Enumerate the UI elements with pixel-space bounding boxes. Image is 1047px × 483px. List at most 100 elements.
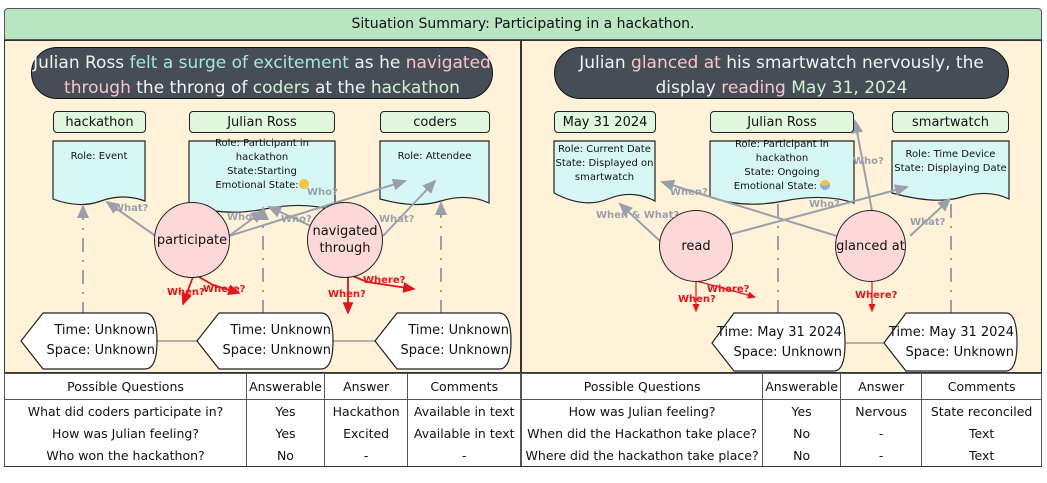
- edge-label-who: Who?: [307, 187, 338, 198]
- entity-line: State: Ongoing: [744, 167, 820, 178]
- entity-details-coders: Role: Attendee: [380, 141, 489, 173]
- sentence-span-entity: May 31, 2024: [785, 78, 908, 98]
- sentence-span: as he: [348, 53, 406, 73]
- edge-label-where: Where?: [855, 290, 898, 301]
- entity-body-coders: [379, 140, 490, 206]
- entity-details-julian-ross: Role: Participant in hackathon State: On…: [710, 139, 854, 192]
- edge-label-when: When?: [167, 287, 205, 298]
- sentence-span-emotion: felt a surge of excitement: [129, 53, 349, 73]
- entity-title-julian-ross: Julian Ross: [710, 111, 854, 133]
- column-header: Answer: [323, 373, 409, 400]
- edge-label-who: Who?: [227, 212, 258, 223]
- timespace-shape-1: [20, 312, 158, 370]
- edge-label-where: Where?: [707, 284, 750, 295]
- edge-label-what: What?: [113, 203, 149, 214]
- table-cell: How was Julian feeling?: [3, 422, 248, 444]
- entity-line: State: Displayed on: [555, 158, 654, 169]
- table-cell: -: [839, 422, 923, 444]
- table-cell: Excited: [323, 422, 409, 444]
- anxious-face-icon: [820, 180, 831, 190]
- table-row: How was Julian feeling? Yes Nervous Stat…: [520, 399, 1042, 422]
- edge-label-when-what: When & What?: [596, 210, 680, 221]
- event-node-navigated-through: navigated through: [307, 202, 383, 278]
- edge-label-who: Who?: [853, 156, 884, 167]
- edge-label-what: What?: [379, 214, 415, 225]
- table-cell: When did the Hackathon take place?: [520, 422, 764, 444]
- time-value: Time: May 31 2024: [716, 325, 842, 340]
- edge-label-who: Who?: [281, 214, 312, 225]
- right-sentence-bubble: Julian glanced at his smartwatch nervous…: [554, 47, 1009, 99]
- table-cell: Text: [921, 422, 1042, 444]
- entity-title-smartwatch: smartwatch: [892, 111, 1009, 133]
- table-cell: Yes: [246, 399, 325, 422]
- table-header-row: Possible Questions Answerable Answer Com…: [3, 373, 521, 400]
- table-cell: -: [839, 444, 923, 467]
- column-header: Answerable: [246, 373, 325, 400]
- edge-label-where: Where?: [203, 284, 246, 295]
- table-cell: Available in text: [407, 399, 521, 422]
- entity-line: State: Displaying Date: [894, 163, 1007, 174]
- timespace-node-3: Time: Unknown Space: Unknown: [379, 321, 509, 361]
- table-row: Where did the hackathon take place? No -…: [520, 444, 1042, 467]
- table-header-row: Possible Questions Answerable Answer Com…: [520, 373, 1042, 400]
- entity-details-hackathon: Role: Event: [53, 141, 145, 173]
- timespace-shape-2: [883, 312, 1018, 372]
- entity-body-hackathon: [52, 140, 146, 206]
- situation-summary: Situation Summary: Participating in a ha…: [4, 8, 1042, 40]
- event-node-read: read: [659, 210, 733, 282]
- table-cell: -: [323, 444, 409, 467]
- timespace-node-2: Time: Unknown Space: Unknown: [201, 321, 331, 361]
- space-value: Space: Unknown: [905, 345, 1014, 360]
- table-cell: Who won the hackathon?: [3, 444, 248, 467]
- time-value: Time: Unknown: [54, 323, 155, 338]
- emotional-state-label: Emotional State:: [733, 181, 821, 192]
- table-cell: No: [762, 422, 841, 444]
- left-scenario-panel: Julian Ross felt a surge of excitement a…: [4, 40, 521, 373]
- sentence-span: Julian Ross: [33, 53, 130, 73]
- table-row: How was Julian feeling? Yes Excited Avai…: [3, 422, 521, 444]
- entity-line: Role: Time Device: [905, 149, 996, 160]
- entity-line: smartwatch: [574, 172, 635, 183]
- entity-title-date: May 31 2024: [554, 111, 656, 133]
- entity-details-date: Role: Current Date State: Displayed on s…: [554, 142, 655, 186]
- timespace-shape-3: [374, 312, 512, 370]
- emotional-state-label: Emotional State:: [215, 180, 299, 191]
- column-header: Comments: [407, 373, 521, 400]
- table-row: Who won the hackathon? No - -: [3, 444, 521, 467]
- edge-label-who: Who?: [809, 199, 840, 210]
- entity-details-julian-ross: Role: Participant in hackathon State:Sta…: [189, 138, 335, 191]
- timespace-node-1: Time: May 31 2024 Space: Unknown: [714, 323, 842, 363]
- space-value: Space: Unknown: [400, 343, 509, 358]
- timespace-node-1: Time: Unknown Space: Unknown: [25, 321, 155, 361]
- table-cell: Yes: [762, 399, 841, 422]
- right-diagram-edges: [553, 119, 1018, 372]
- table-cell: Text: [921, 444, 1042, 467]
- entity-line: Role: Attendee: [397, 151, 472, 162]
- right-questions-table: Possible Questions Answerable Answer Com…: [520, 373, 1042, 467]
- table-cell: State reconciled: [921, 399, 1042, 422]
- entity-line: Emotional State:: [215, 179, 309, 193]
- left-sentence-bubble: Julian Ross felt a surge of excitement a…: [31, 47, 493, 99]
- table-cell: No: [246, 444, 325, 467]
- entity-line: Role: Participant in hackathon: [735, 139, 829, 164]
- entity-body-smartwatch: [891, 140, 1010, 201]
- sentence-span: his smartwatch nervously, the display: [655, 53, 984, 98]
- table-cell: -: [407, 444, 521, 467]
- sentence-span-event: navigated through: [64, 53, 491, 98]
- sentence-span: Julian: [579, 53, 632, 73]
- timespace-shape-1: [711, 312, 846, 372]
- time-value: Time: Unknown: [408, 323, 509, 338]
- table-cell: Yes: [246, 422, 325, 444]
- time-value: Time: May 31 2024: [888, 325, 1014, 340]
- column-header: Answerable: [762, 373, 841, 400]
- table-cell: How was Julian feeling?: [520, 399, 764, 422]
- sentence-span: at the: [309, 78, 371, 98]
- edge-label-when: When?: [328, 289, 366, 300]
- table-cell: Hackathon: [323, 399, 409, 422]
- table-cell: No: [762, 444, 841, 467]
- entity-body-date: [553, 140, 656, 204]
- space-value: Space: Unknown: [46, 343, 155, 358]
- entity-line: Emotional State:: [733, 180, 831, 194]
- table-cell: Where did the hackathon take place?: [520, 444, 764, 467]
- entity-line: Role: Current Date: [558, 144, 651, 155]
